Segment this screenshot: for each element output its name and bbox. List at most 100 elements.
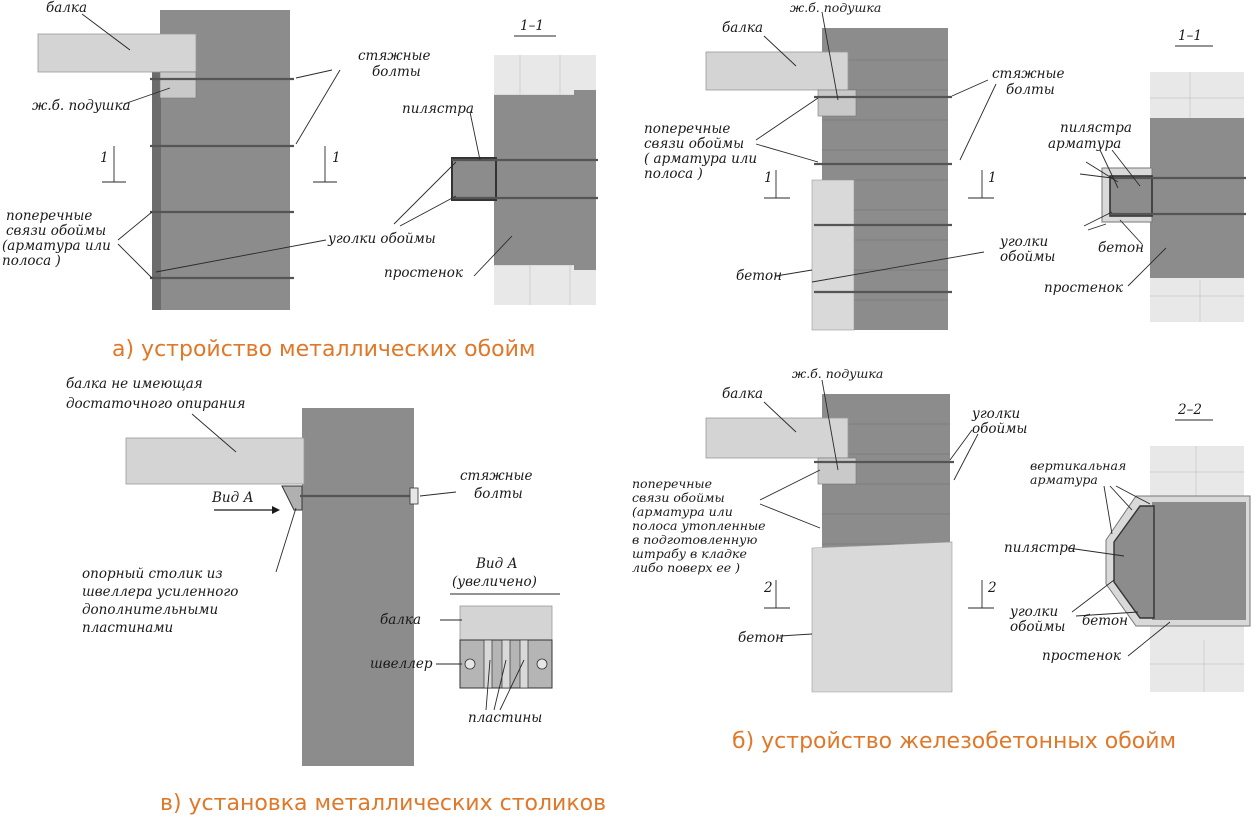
concrete-layer <box>811 179 855 331</box>
label-bolts-1: стяжные <box>460 468 533 484</box>
label-angles-1: уголки <box>999 234 1048 250</box>
label-plates: пластины <box>468 710 542 726</box>
pilaster <box>1109 175 1153 217</box>
label-view-beam: балка <box>380 612 421 628</box>
label-ties-4: полоса ) <box>2 253 61 269</box>
label-angles-1: уголки <box>971 406 1020 422</box>
panel-b-bottom-section <box>1067 419 1251 692</box>
label-beam-note-2: достаточного опирания <box>66 396 245 412</box>
panel-b-bottom-elevation <box>705 379 994 693</box>
label-concrete-section: бетон <box>1098 240 1144 256</box>
label-bolts-1: стяжные <box>358 48 431 64</box>
cut-mark-left: 2 <box>763 580 773 596</box>
caption-a: а) устройство металлических обойм <box>112 337 536 362</box>
pilaster <box>1113 505 1155 619</box>
beam <box>705 51 849 91</box>
label-bolts-2: болты <box>474 486 523 502</box>
label-ties-4: полоса ) <box>644 166 703 182</box>
label-ties-6: штрабу в кладке <box>632 546 747 561</box>
label-channel: швеллер <box>370 656 433 672</box>
label-ties-1: поперечные <box>644 121 730 137</box>
bolt-head <box>464 658 476 670</box>
label-table-3: дополнительными <box>82 602 218 618</box>
panel-a-elevation <box>37 10 341 310</box>
panel-a-section <box>393 35 598 305</box>
label-beam: балка <box>722 386 763 402</box>
pier-step <box>574 90 596 270</box>
label-ties-1: поперечные <box>632 476 712 491</box>
plate <box>501 639 511 689</box>
label-ties-2: связи обоймы <box>632 490 725 505</box>
label-beam: балка <box>46 0 87 16</box>
cut-mark-left: 1 <box>764 170 773 186</box>
view-title-1: Вид А <box>475 556 518 572</box>
panel-b-top-section <box>1079 45 1246 322</box>
label-bolts-2: болты <box>372 64 421 80</box>
panel-v-view-a <box>436 593 560 711</box>
label-bolts-1: стяжные <box>992 66 1065 82</box>
section-title: 1–1 <box>520 18 544 34</box>
rc-pad <box>159 71 197 99</box>
view-beam <box>459 605 553 641</box>
beam <box>705 417 849 459</box>
bolt-head <box>536 658 548 670</box>
cut-mark-right: 2 <box>987 580 997 596</box>
label-angles: уголки обоймы <box>327 231 436 247</box>
label-pier: простенок <box>1044 280 1124 296</box>
label-vertical-rebar-1: вертикальная <box>1030 458 1126 473</box>
label-ties-1: поперечные <box>6 208 92 224</box>
label-ties-3: (арматура или <box>632 504 733 519</box>
cut-mark-right: 1 <box>988 170 997 186</box>
label-angles-2: обоймы <box>972 421 1027 437</box>
label-ties-2: связи обоймы <box>644 136 744 152</box>
label-table-4: пластинами <box>82 620 173 636</box>
panel-v-elevation <box>125 408 457 766</box>
label-view-a: Вид А <box>211 490 254 506</box>
label-rc-pad: ж.б. подушка <box>792 366 883 381</box>
label-angles-section-1: уголки <box>1009 604 1058 620</box>
label-table-1: опорный столик из <box>82 566 223 582</box>
label-ties-3: ( арматура или <box>644 151 757 167</box>
label-ties-4: полоса утопленные <box>632 518 766 533</box>
cut-mark-left: 1 <box>100 150 109 166</box>
label-concrete: бетон <box>736 268 782 284</box>
bolt-plate <box>409 487 419 505</box>
label-vertical-rebar-2: арматура <box>1030 472 1098 487</box>
label-rebar: арматура <box>1048 136 1121 152</box>
section-title: 1–1 <box>1178 28 1202 44</box>
label-ties-5: в подготовленную <box>632 532 757 547</box>
label-pilaster: пилястра <box>402 101 474 117</box>
label-beam: балка <box>722 20 763 36</box>
support-table <box>281 485 303 511</box>
caption-b: б) устройство железобетонных обойм <box>732 729 1176 754</box>
label-pier: простенок <box>1042 648 1122 664</box>
label-rc-pad: ж.б. подушка <box>32 98 131 114</box>
pier <box>1152 502 1246 620</box>
beam <box>125 437 305 485</box>
panel-b-top-elevation <box>705 11 997 331</box>
label-angles-section-2: обоймы <box>1010 619 1065 635</box>
label-ties-7: либо поверх ее ) <box>632 560 740 575</box>
pilaster <box>451 157 497 201</box>
label-table-2: швеллера усиленного <box>82 584 238 600</box>
label-beam-note-1: балка не имеющая <box>66 376 203 392</box>
cut-mark-right: 1 <box>332 150 341 166</box>
label-angles-2: обоймы <box>1000 249 1055 265</box>
plate <box>519 639 529 689</box>
view-title-2: (увеличено) <box>452 574 537 590</box>
label-pier: простенок <box>384 265 464 281</box>
wall <box>302 408 414 766</box>
label-pilaster: пилястра <box>1004 540 1076 556</box>
pier <box>1150 118 1244 278</box>
label-ties-2: связи обоймы <box>6 223 106 239</box>
concrete-layer <box>811 541 953 693</box>
label-pilaster: пилястра <box>1060 120 1132 136</box>
label-bolts-2: болты <box>1006 82 1055 98</box>
label-rc-pad: ж.б. подушка <box>790 0 881 15</box>
label-concrete-section: бетон <box>1082 613 1128 629</box>
section-title: 2–2 <box>1177 402 1202 418</box>
caption-v: в) установка металлических столиков <box>160 791 606 816</box>
label-concrete: бетон <box>738 630 784 646</box>
angle-strip <box>152 72 161 310</box>
